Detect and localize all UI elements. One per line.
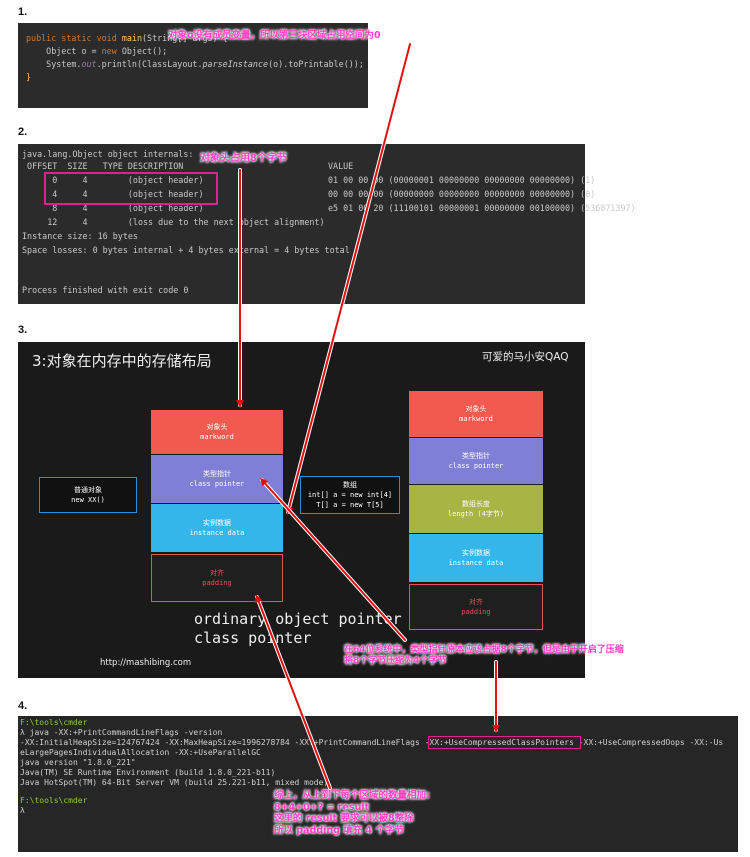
internals-value: 01 00 00 00 (00000001 00000000 00000000 …: [328, 175, 596, 185]
internals-title: java.lang.Object object internals:: [22, 149, 194, 159]
terminal-path: F:\tools\cmder: [20, 718, 88, 727]
note-no-member-vars: 对象o没有成员变量，所以第三块区域占用空间为0: [168, 30, 381, 41]
terminal-prompt: λ: [20, 806, 25, 815]
internals-row: 0 4 (object header): [22, 175, 204, 185]
terminal-command: λ java -XX:+PrintCommandLineFlags -versi…: [20, 728, 223, 737]
code-line-3: System.out.println(ClassLayout.parseInst…: [26, 59, 364, 69]
terminal-runtime: Java(TM) SE Runtime Environment (build 1…: [20, 768, 276, 777]
step-2-label: 2.: [18, 126, 28, 138]
internals-header: OFFSET SIZE TYPE DESCRIPTION: [22, 161, 184, 171]
terminal-path-2: F:\tools\cmder: [20, 796, 88, 805]
code-line-4: }: [26, 72, 32, 82]
cmder-terminal: F:\tools\cmder λ java -XX:+PrintCommandL…: [18, 716, 738, 852]
slide-title: 3:对象在内存中的存储布局: [32, 352, 212, 370]
compressed-class-pointers-flag: -XX:+UseCompressedClassPointers: [424, 738, 574, 747]
note-padding-summary: 综上，从上到下每个区域的数量相加: 8+4+0+? = result 这里的 r…: [274, 790, 430, 836]
internals-value: 00 00 00 00 (00000000 00000000 00000000 …: [328, 189, 596, 199]
step-3-label: 3.: [18, 324, 28, 336]
code-editor-panel: public static void main(String[] args) {…: [18, 23, 368, 108]
terminal-vm: Java HotSpot(TM) 64-Bit Server VM (build…: [20, 778, 329, 787]
step-1-label: 1.: [18, 6, 28, 18]
slide-watermark: 可爱的马小安QAQ: [482, 351, 569, 363]
internals-value: e5 01 00 20 (11100101 00000001 00000000 …: [328, 203, 636, 213]
code-line-2: Object o = new Object();: [26, 46, 168, 56]
header-highlight-box: [44, 172, 218, 205]
chalk-ordinary-object-pointer: ordinary object pointer: [194, 610, 402, 628]
note-compressed-class-pointer: 在64位系统中，类型指针原本应该占据8个字节，但是由于开启了压缩 将8个字节压缩…: [344, 645, 624, 666]
chalk-class-pointer: class pointer: [194, 629, 312, 647]
terminal-flags-line: -XX:InitialHeapSize=124767424 -XX:MaxHea…: [20, 738, 724, 747]
object-internals-output: java.lang.Object object internals: OFFSE…: [18, 144, 636, 304]
slide-url: http://mashibing.com: [100, 658, 192, 668]
step-4-label: 4.: [18, 700, 28, 712]
terminal-java-version: java version "1.8.0_221": [20, 758, 136, 767]
terminal-flags-line-2: eLargePagesIndividualAllocation -XX:+Use…: [20, 748, 261, 757]
compressed-flag-highlight-box: [428, 736, 581, 749]
internals-value-header: VALUE: [328, 161, 354, 171]
internals-row: 12 4 (loss due to the next object alignm…: [22, 217, 325, 227]
process-finished: Process finished with exit code 0: [22, 285, 189, 295]
code-line-1: public static void main(String[] args) {: [26, 33, 228, 43]
instance-size: Instance size: 16 bytes: [22, 231, 138, 241]
note-header-8-bytes: 对象头占用8个字节: [200, 153, 287, 164]
internals-row: 4 4 (object header): [22, 189, 204, 199]
space-losses: Space losses: 0 bytes internal + 4 bytes…: [22, 245, 350, 255]
internals-row: 8 4 (object header): [22, 203, 204, 213]
